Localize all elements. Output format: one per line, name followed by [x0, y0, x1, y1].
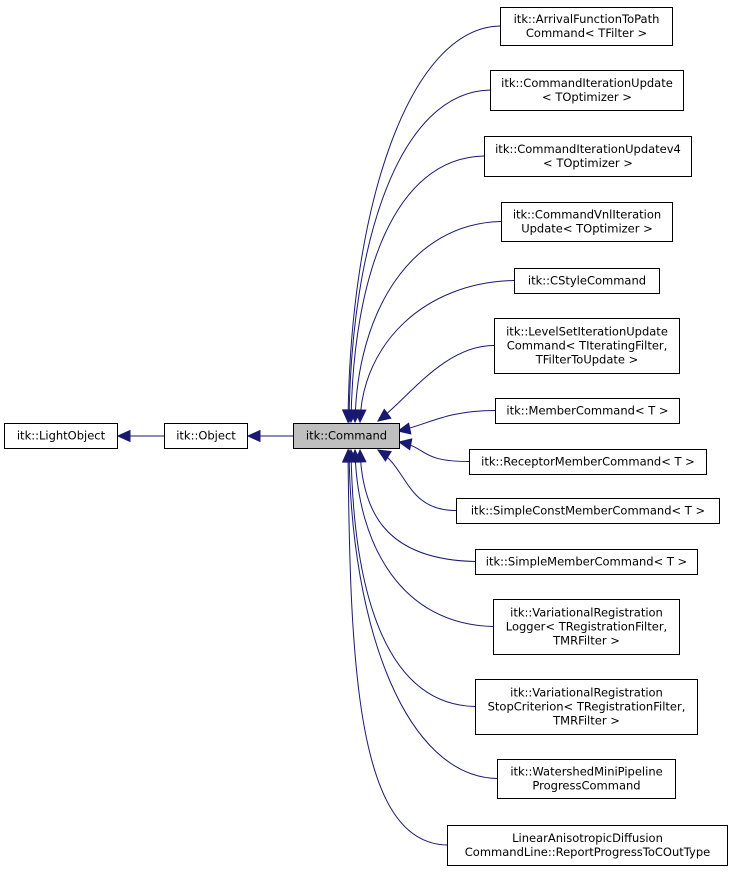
- edge-varlogger-to-command: [348, 448, 494, 627]
- class-node-cmditerupdatev4[interactable]: itk::CommandIterationUpdatev4< TOptimize…: [484, 136, 692, 177]
- class-node-box: [164, 423, 248, 449]
- edge-levelset-to-command: [377, 345, 495, 422]
- class-node-box: [495, 398, 680, 424]
- class-node-box: [497, 759, 676, 799]
- class-node-box: [500, 7, 673, 46]
- class-node-box: [475, 679, 698, 735]
- class-node-label: TMRFilter >: [552, 714, 620, 728]
- class-node-label: LinearAnisotropicDiffusion: [512, 831, 663, 845]
- inheritance-arrowhead: [396, 422, 412, 435]
- class-node-box: [456, 498, 720, 524]
- edge-line: [359, 280, 515, 423]
- class-node-label: itk::CommandIterationUpdatev4: [495, 142, 681, 156]
- edge-line: [377, 449, 457, 511]
- class-node-cmditerupdate[interactable]: itk::CommandIterationUpdate< TOptimizer …: [490, 70, 684, 111]
- edge-line: [350, 155, 485, 423]
- class-node-simpleconst[interactable]: itk::SimpleConstMemberCommand< T >: [456, 498, 720, 524]
- class-node-label: ProgressCommand: [532, 779, 640, 793]
- inheritance-arrowhead: [376, 449, 392, 462]
- class-node-label: itk::LevelSetIterationUpdate: [506, 325, 668, 339]
- class-node-lightobject[interactable]: itk::LightObject: [4, 423, 118, 449]
- inheritance-arrowhead: [354, 409, 367, 424]
- class-node-label: itk::VariationalRegistration: [510, 606, 663, 620]
- class-node-member[interactable]: itk::MemberCommand< T >: [495, 398, 680, 424]
- inheritance-arrowhead: [246, 429, 261, 443]
- edge-object-to-lightobject: [116, 429, 164, 443]
- edge-line: [348, 449, 498, 779]
- edge-line: [354, 449, 494, 627]
- class-node-label: itk::SimpleConstMemberCommand< T >: [471, 504, 705, 518]
- class-node-label: Command< TFilter >: [526, 26, 647, 40]
- edge-line: [397, 410, 496, 432]
- class-node-label: itk::VariationalRegistration: [510, 686, 663, 700]
- class-node-simplemember[interactable]: itk::SimpleMemberCommand< T >: [475, 549, 698, 575]
- edge-receptor-to-command: [397, 438, 470, 462]
- edge-line: [377, 345, 495, 422]
- class-node-object[interactable]: itk::Object: [164, 423, 248, 449]
- edge-cstyle-to-command: [354, 280, 515, 424]
- edge-command-to-object: [246, 429, 293, 443]
- edge-line: [350, 449, 476, 707]
- class-node-box: [484, 136, 692, 177]
- edge-line: [348, 89, 491, 423]
- class-node-label: itk::CommandIterationUpdate: [501, 76, 673, 90]
- edge-line: [347, 449, 448, 846]
- class-node-label: itk::MemberCommand< T >: [506, 404, 668, 418]
- class-node-box: [490, 70, 684, 111]
- class-node-label: Command< TIteratingFilter,: [507, 339, 668, 353]
- class-node-watershed[interactable]: itk::WatershedMiniPipelineProgressComman…: [497, 759, 676, 799]
- inheritance-arrowhead: [341, 448, 355, 463]
- class-node-receptor[interactable]: itk::ReceptorMemberCommand< T >: [469, 449, 707, 475]
- inheritance-arrowhead: [116, 429, 131, 443]
- inheritance-arrowhead: [377, 408, 392, 422]
- edge-linearaniso-to-command: [341, 448, 448, 846]
- class-node-box: [293, 423, 400, 449]
- class-node-box: [469, 449, 707, 475]
- edge-line: [347, 25, 501, 423]
- class-node-label: Update< TOptimizer >: [521, 222, 653, 236]
- class-node-box: [4, 423, 118, 449]
- class-node-box: [494, 318, 680, 374]
- class-node-label: < TOptimizer >: [543, 156, 633, 170]
- edge-line: [354, 221, 502, 423]
- class-node-label: itk::Object: [176, 429, 236, 443]
- edge-line: [359, 449, 476, 562]
- class-node-label: CommandLine::ReportProgressToCOutType: [465, 845, 710, 859]
- class-node-label: < TOptimizer >: [542, 90, 632, 104]
- edge-member-to-command: [396, 410, 496, 435]
- class-node-label: Logger< TRegistrationFilter,: [506, 620, 667, 634]
- class-node-label: itk::SimpleMemberCommand< T >: [486, 555, 687, 569]
- class-node-varstop[interactable]: itk::VariationalRegistrationStopCriterio…: [475, 679, 698, 735]
- inheritance-arrowhead: [397, 438, 413, 451]
- class-node-linearaniso[interactable]: LinearAnisotropicDiffusionCommandLine::R…: [447, 825, 728, 866]
- class-node-label: itk::Command: [306, 429, 387, 443]
- class-node-label: itk::WatershedMiniPipeline: [510, 765, 662, 779]
- class-node-cstyle[interactable]: itk::CStyleCommand: [514, 268, 660, 294]
- class-node-label: itk::CommandVnlIteration: [513, 208, 661, 222]
- class-node-label: StopCriterion< TRegistrationFilter,: [488, 700, 686, 714]
- class-node-box: [493, 599, 680, 655]
- class-node-label: itk::CStyleCommand: [528, 274, 646, 288]
- class-node-box: [475, 549, 698, 575]
- class-node-command[interactable]: itk::Command: [293, 423, 400, 449]
- class-node-box: [501, 202, 673, 242]
- edge-cmdvnliter-to-command: [348, 221, 502, 424]
- edges-layer: [116, 25, 515, 846]
- class-node-label: itk::ArrivalFunctionToPath: [514, 12, 660, 26]
- class-node-label: itk::LightObject: [17, 429, 106, 443]
- class-node-box: [447, 825, 728, 866]
- class-node-label: TMRFilter >: [552, 634, 620, 648]
- class-node-label: itk::ReceptorMemberCommand< T >: [481, 455, 695, 469]
- edge-simpleconst-to-command: [376, 449, 457, 511]
- class-node-box: [514, 268, 660, 294]
- class-node-label: TFilterToUpdate >: [535, 353, 639, 367]
